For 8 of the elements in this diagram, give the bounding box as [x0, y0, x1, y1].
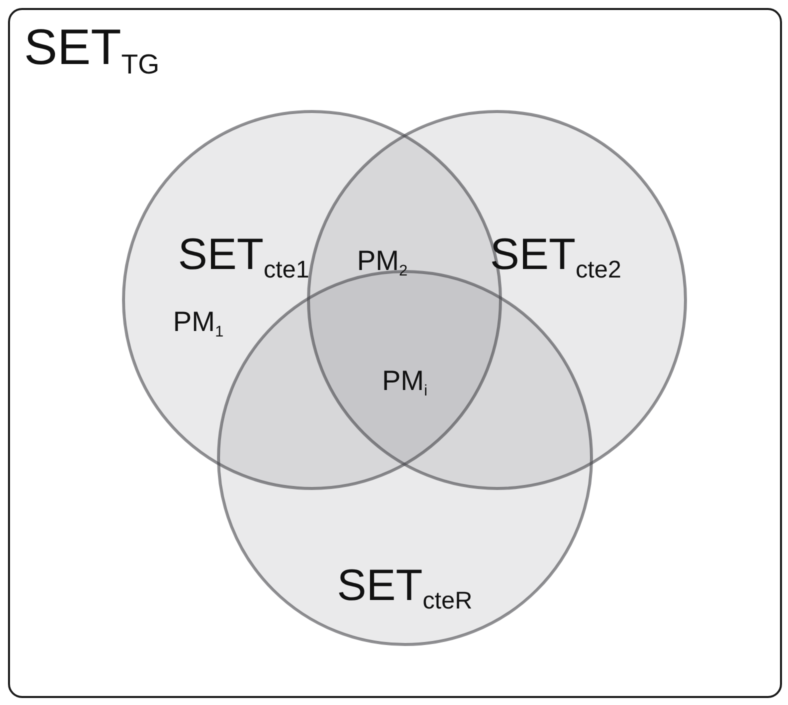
set-label: SET$_{cteR}$	[337, 561, 472, 611]
region-label: PM$_{1}$	[173, 306, 224, 338]
set-label: SET$_{cte1}$	[178, 230, 310, 280]
set-label: SET$_{cte2}$	[490, 230, 622, 280]
region-label: PM$_{i}$	[382, 365, 428, 397]
region-label: PM$_{2}$	[357, 245, 408, 277]
set-title: SET$_{TG}$	[24, 18, 160, 76]
outer-set-frame	[8, 8, 782, 698]
